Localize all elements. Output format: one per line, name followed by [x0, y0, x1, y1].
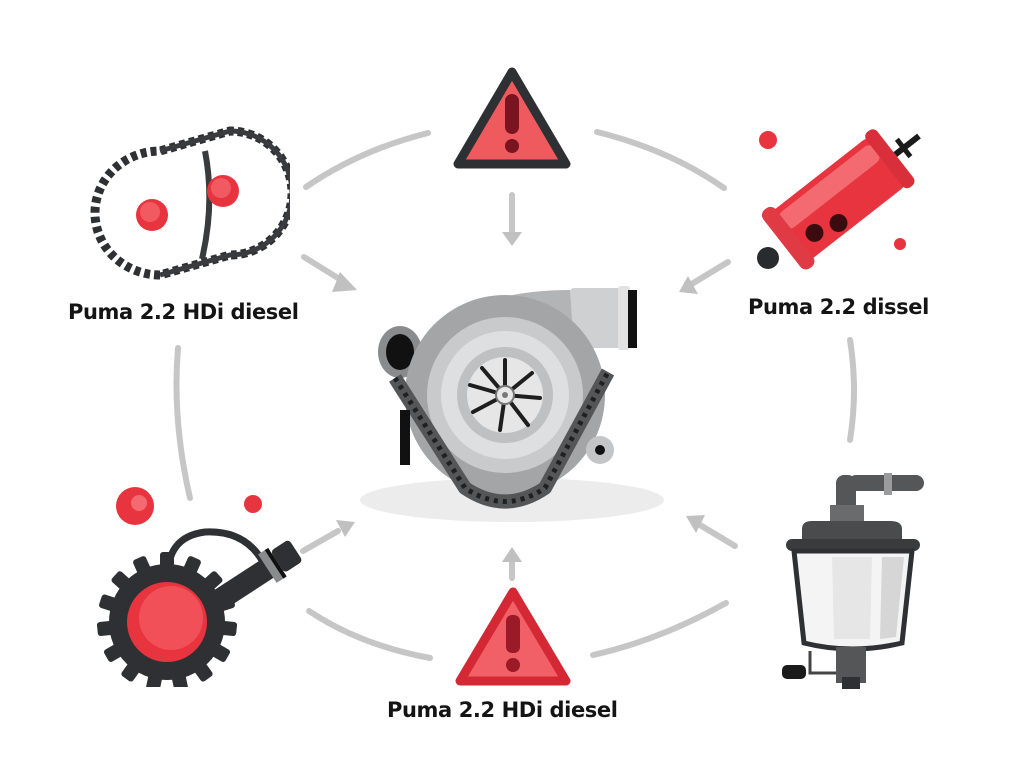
label-top-right: Puma 2.2 dissel: [748, 295, 929, 319]
arrow-br-shaft: [697, 522, 738, 549]
warning-triangle-icon: [453, 67, 571, 169]
arrow-tl-head: [332, 272, 357, 292]
arc-left: [173, 345, 193, 501]
arc-bottom-left: [306, 608, 433, 661]
arrow-tr-shaft: [687, 259, 731, 288]
fuel-filter-icon: [782, 473, 924, 689]
arrow-tr-head: [679, 276, 698, 294]
turbocharger-icon: [360, 286, 664, 522]
label-top-left: Puma 2.2 HDi diesel: [68, 300, 299, 324]
arrow-top-head: [502, 232, 522, 246]
arrow-bl-head: [336, 520, 355, 537]
arc-top-left: [303, 130, 431, 190]
arc-right: [847, 337, 857, 443]
arrow-bottom-head: [502, 547, 522, 562]
timing-chain-sprocket-icon: [90, 126, 290, 280]
red-cylinder-injector-icon: [757, 129, 921, 270]
gear-sensor-icon: [96, 487, 302, 687]
label-bottom: Puma 2.2 HDi diesel: [387, 698, 618, 722]
arrow-br-head: [686, 515, 705, 533]
arc-top-right: [594, 129, 727, 191]
warning-triangle-icon: [455, 587, 571, 686]
arc-bottom-right: [590, 600, 729, 658]
arrow-bl-shaft: [300, 528, 341, 554]
